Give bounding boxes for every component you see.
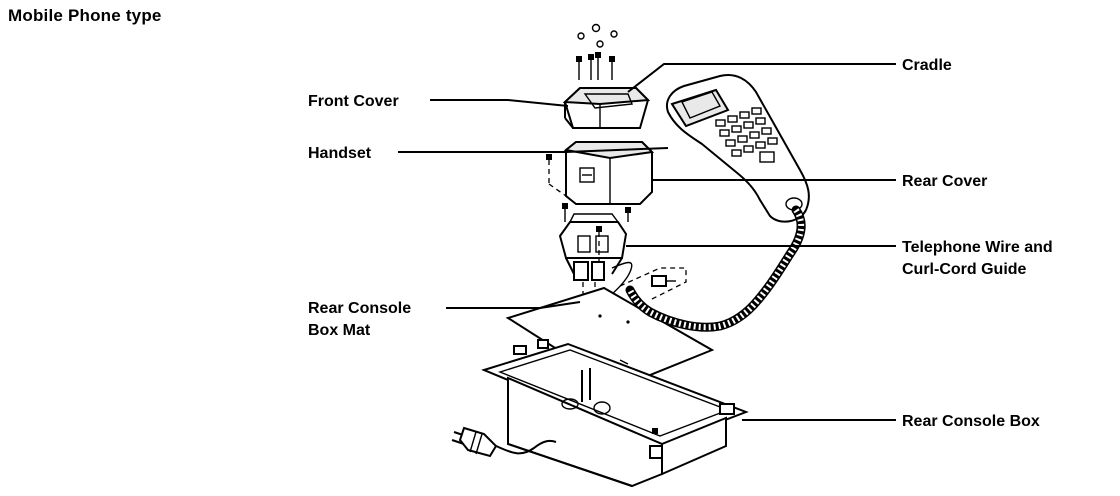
leader-lines bbox=[398, 63, 896, 421]
label-box-mat: Box Mat bbox=[308, 322, 371, 339]
label-rear-cover: Rear Cover bbox=[902, 173, 987, 190]
rear-cover-part bbox=[546, 141, 655, 205]
handset-icon bbox=[666, 74, 810, 223]
screws-top-icon bbox=[576, 23, 618, 80]
label-cradle: Cradle bbox=[902, 57, 952, 74]
plug-icon bbox=[451, 426, 557, 458]
label-handset: Handset bbox=[308, 145, 372, 162]
screws-mid-icon bbox=[562, 203, 631, 222]
label-rear-console: Rear Console bbox=[308, 300, 411, 317]
label-rear-console-box: Rear Console Box bbox=[902, 413, 1040, 430]
rear-console-box-part bbox=[481, 339, 749, 488]
keypad-icon bbox=[715, 107, 778, 163]
label-curl-cord-guide: Curl-Cord Guide bbox=[902, 261, 1027, 278]
label-front-cover: Front Cover bbox=[308, 93, 399, 110]
label-telephone-wire: Telephone Wire and bbox=[902, 239, 1053, 256]
page-title: Mobile Phone type bbox=[8, 6, 162, 25]
cradle-part bbox=[562, 87, 651, 129]
curl-cord-icon bbox=[625, 205, 806, 332]
cord-connector-part bbox=[619, 267, 687, 301]
